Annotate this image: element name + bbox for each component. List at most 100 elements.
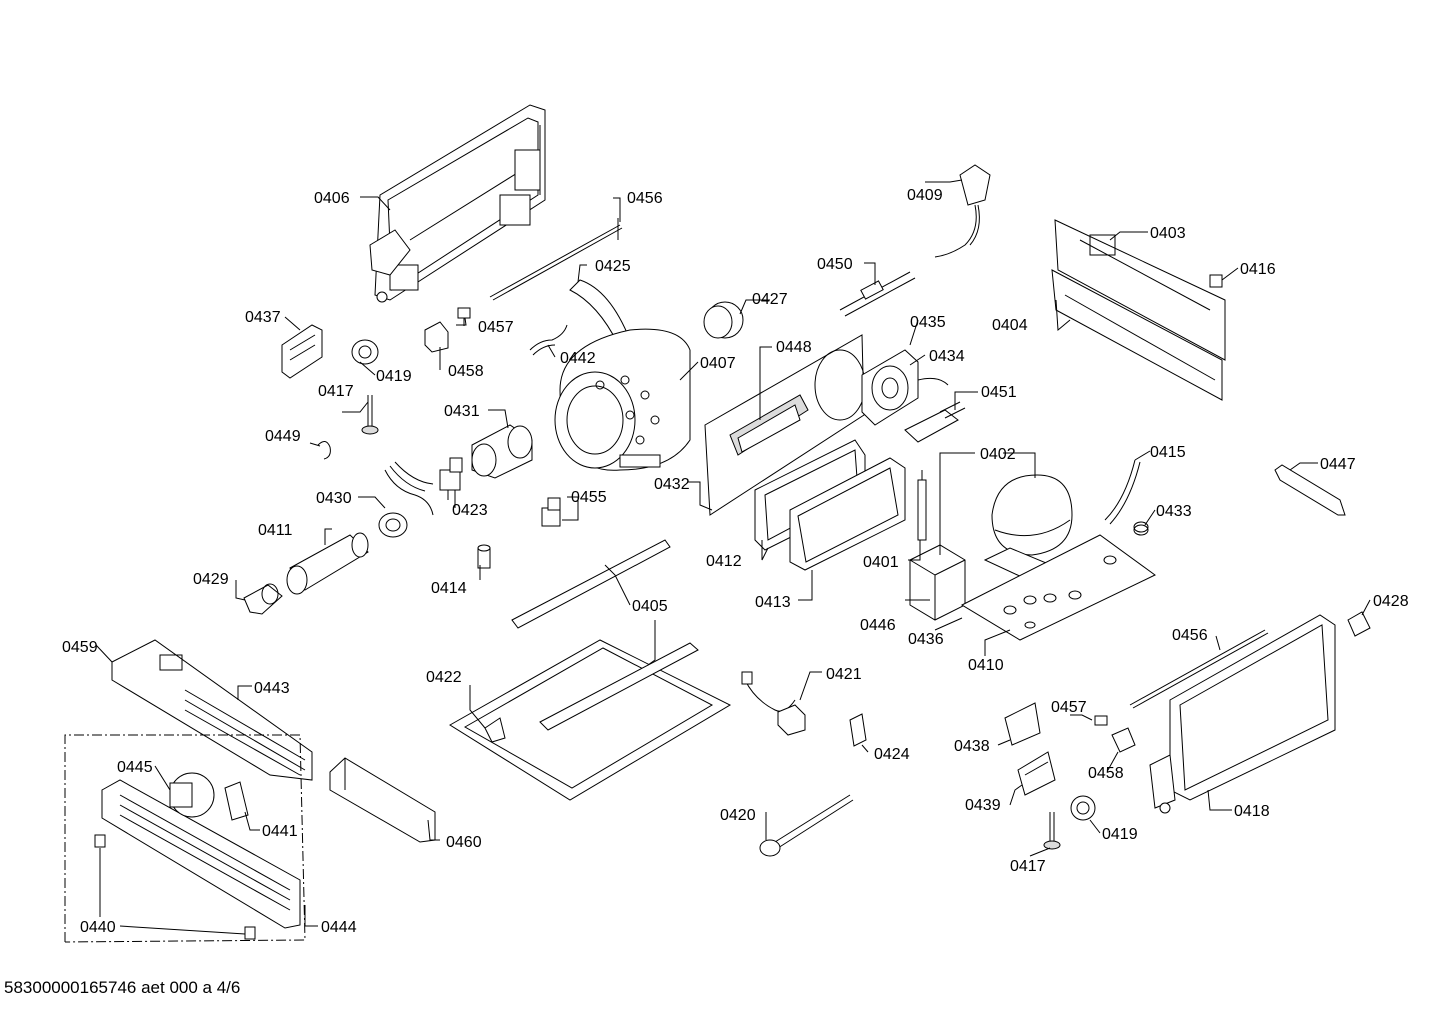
part-0457-upper-valve [457,307,471,326]
callout-0414: 0414 [431,580,467,597]
callout-0433: 0433 [1156,503,1192,520]
callout-0401: 0401 [863,554,899,571]
callout-0447: 0447 [1320,456,1356,473]
part-0442-clip [529,324,568,356]
part-0446-relay-box [909,544,966,621]
part-0431-filter [471,424,533,479]
callout-0411: 0411 [258,522,293,539]
part-0409-power-cord [934,164,991,258]
part-0416-cap [1209,274,1223,288]
callout-0451: 0451 [981,384,1017,401]
callout-0434: 0434 [929,348,965,365]
callout-0456-lower: 0456 [1172,627,1208,644]
part-0458-lower-bracket [1111,727,1136,753]
callout-0448: 0448 [776,339,812,356]
part-0445-fan [169,772,215,818]
callout-0405: 0405 [632,598,668,615]
callout-0412: 0412 [706,553,742,570]
callout-0445: 0445 [117,759,153,776]
part-0427-knob [703,301,744,339]
part-0433-grommet [1133,521,1149,536]
part-0430-harness [378,461,434,538]
callout-0420: 0420 [720,807,756,824]
callout-0439: 0439 [965,797,1001,814]
part-0428-clip [1347,611,1371,637]
part-0458-upper-bracket [424,321,449,353]
callout-0428: 0428 [1373,593,1409,610]
part-0432-panel [704,334,866,516]
part-group-outline [64,734,306,943]
callout-0438: 0438 [954,738,990,755]
callout-labels: 0406 0456 0425 0437 0457 0419 0458 0442 … [62,187,1409,936]
part-0422-frame [449,639,732,801]
callout-0419-lower: 0419 [1102,826,1138,843]
callout-0404: 0404 [992,317,1028,334]
part-0414-cylinder [477,544,491,569]
callout-0456-upper: 0456 [627,190,663,207]
callout-0435: 0435 [910,314,946,331]
callout-0416: 0416 [1240,261,1276,278]
part-0403-back-panel [1054,219,1226,361]
part-0417-lower-pin [1043,812,1061,850]
drawing-reference-caption: 58300000165746 aet 000 a 4/6 [4,978,241,997]
callout-0415: 0415 [1150,444,1186,461]
part-0455-valve [541,497,561,527]
part-0456-rod-lower [1129,629,1269,709]
callout-0437: 0437 [245,309,281,326]
callout-0427: 0427 [752,291,788,308]
callout-0440: 0440 [80,919,116,936]
part-0451-connector [904,401,966,443]
part-0404-back-panel [1051,269,1223,401]
callout-0442: 0442 [560,350,596,367]
callout-0450: 0450 [817,256,853,273]
callout-0457-lower: 0457 [1051,699,1087,716]
callout-0402: 0402 [980,446,1016,463]
callout-0436: 0436 [908,631,944,648]
callout-0413: 0413 [755,594,791,611]
part-0456-rod-upper [489,218,623,301]
part-0406-housing [369,104,546,303]
part-0435-fan [861,349,949,426]
part-0444-grill [101,779,301,929]
part-0460-tray [329,757,436,843]
callout-0430: 0430 [316,490,352,507]
callout-0407: 0407 [700,355,736,372]
part-0420-hose [759,794,854,857]
part-0449-clip [317,441,331,460]
callout-0444: 0444 [321,919,357,936]
part-0418-housing [1149,614,1336,814]
callout-0417-lower: 0417 [1010,858,1046,875]
callout-0432: 0432 [654,476,690,493]
callout-0425: 0425 [595,258,631,275]
callout-0455: 0455 [571,489,607,506]
callout-0424: 0424 [874,746,910,763]
callout-0446: 0446 [860,617,896,634]
part-0405-rail [511,539,671,629]
callout-0441: 0441 [262,823,298,840]
part-0438-cover [1004,702,1041,746]
callout-0419-upper: 0419 [376,368,412,385]
part-0447-bracket [1274,464,1346,516]
part-0437-cover [281,324,323,379]
part-0410-base-plate [960,534,1156,641]
callout-0449: 0449 [265,428,301,445]
part-0439-cover [1017,751,1056,796]
callout-0410: 0410 [968,657,1004,674]
callout-0423: 0423 [452,502,488,519]
callout-0458-lower: 0458 [1088,765,1124,782]
leader-lines [95,179,1371,935]
part-0429-endcap [243,583,283,615]
part-0419-lower-fitting [1070,795,1096,821]
callout-0458-upper: 0458 [448,363,484,380]
callout-0403: 0403 [1150,225,1186,242]
part-0407-fan-housing [554,328,691,471]
callout-0460: 0460 [446,834,482,851]
part-0411-cylinder [286,532,369,595]
callout-0409: 0409 [907,187,943,204]
callout-0443: 0443 [254,680,290,697]
part-0424-strip [849,713,867,747]
part-0415-hose [1104,459,1141,525]
part-0413-cover [789,457,906,571]
